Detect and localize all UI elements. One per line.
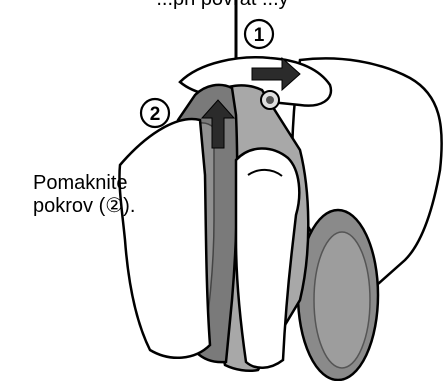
caption-line-2: pokrov (②).	[33, 195, 135, 218]
camera-button-center	[266, 96, 274, 104]
left-hand	[119, 119, 210, 358]
left-thumb	[236, 148, 299, 367]
instruction-caption: Pomaknite pokrov (②).	[33, 172, 135, 218]
callout-label-1: 1	[254, 25, 265, 46]
camera-lens-cover-inner	[314, 232, 370, 368]
callout-label-2: 2	[150, 104, 161, 125]
caption-line-1: Pomaknite	[33, 172, 135, 195]
